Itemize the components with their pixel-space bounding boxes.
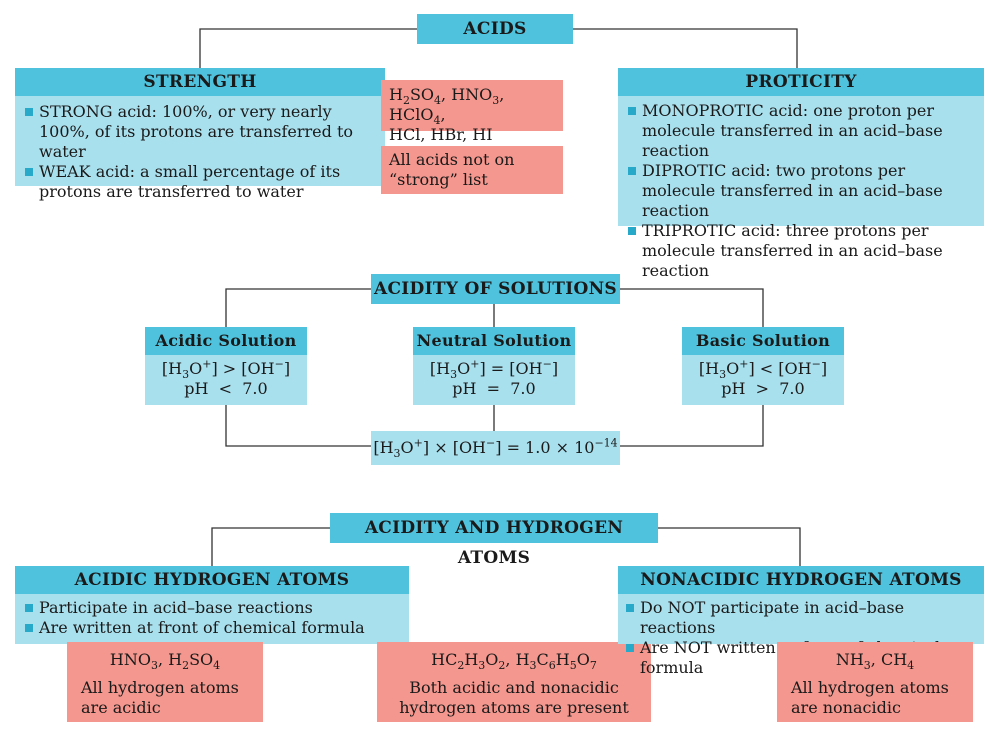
acidic-solution-relation: [H3O+] > [OH−] [161, 357, 291, 382]
acids-title: ACIDS [417, 14, 573, 44]
nonacidic-hydrogen-note: All hydrogen atoms are nonacidic [791, 678, 949, 717]
ion-product-box: [H3O+] × [OH−] = 1.0 × 10−14 [371, 431, 620, 465]
mixed-hydrogen-example: HC2H3O2, H3C6H5O7 Both acidic and nonaci… [377, 642, 651, 722]
nonacidic-hydrogen-title: NONACIDIC HYDROGEN ATOMS [618, 566, 984, 594]
connector-solutions-acidic [225, 288, 371, 327]
acidic-solution-body: [H3O+] > [OH−] pH < 7.0 [145, 355, 307, 405]
solutions-title: ACIDITY OF SOLUTIONS [371, 274, 620, 304]
basic-solution-relation: [H3O+] < [OH−] [698, 357, 828, 382]
neutral-solution-relation: [H3O+] = [OH−] [429, 357, 559, 382]
connector-acids-strength [199, 28, 417, 68]
nonacidic-hydrogen-body: Do NOT participate in acid–base reaction… [618, 594, 984, 677]
strong-acid-list-line1: H2SO4, HNO3, HClO4, [389, 85, 505, 128]
basic-solution-ph: pH > 7.0 [721, 379, 805, 398]
neutral-solution-title: Neutral Solution [413, 327, 575, 355]
acidic-hydrogen-b2: Are written at front of chemical formula [25, 618, 401, 638]
connector-acidic-ion [225, 404, 371, 447]
connector-hydrogen-nonacidic [658, 527, 801, 566]
acidic-solution-ph: pH < 7.0 [184, 379, 268, 398]
strong-acid-def: STRONG acid: 100%, or very nearly 100%, … [25, 102, 377, 162]
triprotic-def: TRIPROTIC acid: three protons per molecu… [628, 221, 978, 281]
strength-title: STRENGTH [15, 68, 385, 96]
diprotic-def: DIPROTIC acid: two protons per molecule … [628, 161, 978, 221]
hydrogen-title: ACIDITY AND HYDROGEN ATOMS [330, 513, 658, 568]
neutral-solution-ph: pH = 7.0 [452, 379, 536, 398]
nonacidic-hydrogen-formulas: NH3, CH4 [835, 650, 915, 673]
mixed-hydrogen-note: Both acidic and nonacidic hydrogen atoms… [399, 678, 629, 717]
connector-solutions-basic [620, 288, 764, 327]
acidic-hydrogen-b1: Participate in acid–base reactions [25, 598, 401, 618]
acidic-hydrogen-body: Participate in acid–base reactions Are w… [15, 594, 409, 644]
strength-body: STRONG acid: 100%, or very nearly 100%, … [15, 96, 385, 201]
connector-hydrogen-acidic [211, 527, 330, 566]
basic-solution-body: [H3O+] < [OH−] pH > 7.0 [682, 355, 844, 405]
strong-acid-list: H2SO4, HNO3, HClO4, HCl, HBr, HI [381, 80, 563, 144]
strong-acid-list-line2: HCl, HBr, HI [389, 125, 493, 144]
monoprotic-def: MONOPROTIC acid: one proton per molecule… [628, 101, 978, 161]
proticity-body: MONOPROTIC acid: one proton per molecule… [618, 96, 984, 280]
connector-acids-proticity [573, 28, 798, 68]
nonacidic-hydrogen-example: NH3, CH4 All hydrogen atoms are nonacidi… [777, 642, 973, 722]
acidic-hydrogen-formulas: HNO3, H2SO4 [109, 650, 221, 673]
acidic-hydrogen-example: HNO3, H2SO4 All hydrogen atoms are acidi… [67, 642, 263, 722]
acidic-hydrogen-title: ACIDIC HYDROGEN ATOMS [15, 566, 409, 594]
neutral-solution-body: [H3O+] = [OH−] pH = 7.0 [413, 355, 575, 405]
nonacidic-hydrogen-b1: Do NOT participate in acid–base reaction… [626, 598, 980, 638]
proticity-title: PROTICITY [618, 68, 984, 96]
acidic-solution-title: Acidic Solution [145, 327, 307, 355]
weak-acid-def: WEAK acid: a small percentage of its pro… [25, 162, 377, 202]
mixed-hydrogen-formulas: HC2H3O2, H3C6H5O7 [431, 650, 597, 673]
connector-basic-ion [620, 404, 764, 447]
basic-solution-title: Basic Solution [682, 327, 844, 355]
acidic-hydrogen-note: All hydrogen atoms are acidic [81, 678, 239, 717]
weak-acid-list: All acids not on “strong” list [381, 146, 563, 194]
